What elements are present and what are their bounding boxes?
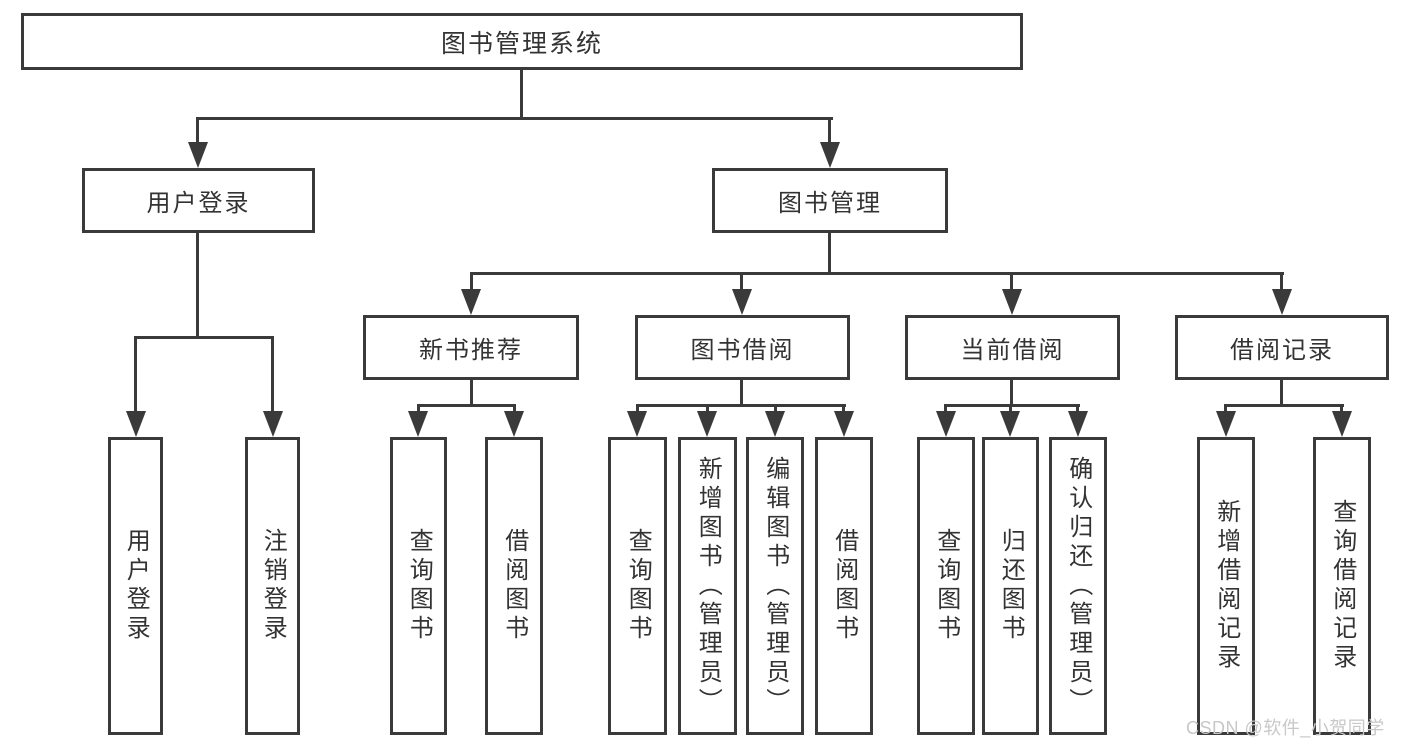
connector-shaft	[842, 404, 845, 414]
connector-shaft	[1010, 272, 1013, 291]
node-label: 归还图书	[997, 528, 1025, 644]
arrow-down-icon	[1002, 289, 1022, 315]
arrow-down-icon	[504, 411, 524, 437]
connector-group-bar	[417, 404, 516, 407]
node-confirm-return-admin: 确认归还（管理员）	[1049, 437, 1107, 735]
connector-book-mgmt-stem	[828, 233, 831, 274]
connector-user-login-stem	[196, 233, 199, 338]
node-edit-books-admin: 编辑图书（管理员）	[746, 437, 804, 735]
connector-shaft	[1280, 272, 1283, 291]
connector-shaft	[470, 272, 473, 291]
arrow-down-icon	[820, 142, 840, 168]
connector-stem	[1280, 380, 1283, 406]
node-label: 编辑图书（管理员）	[761, 455, 789, 717]
arrow-down-icon	[408, 411, 428, 437]
connector-shaft	[636, 404, 639, 414]
node-label: 图书借阅	[690, 337, 795, 364]
connector-root-stem	[520, 69, 523, 119]
node-book-management: 图书管理	[712, 168, 948, 233]
arrow-down-icon	[1272, 289, 1292, 315]
arrow-down-icon	[765, 411, 785, 437]
node-label: 确认归还（管理员）	[1064, 455, 1092, 717]
connector-shaft	[1340, 404, 1343, 414]
node-query-books: 查询图书	[390, 437, 447, 735]
node-label: 查询图书	[932, 528, 960, 644]
node-label: 借阅图书	[500, 528, 528, 644]
node-query-borrow-record: 查询借阅记录	[1313, 437, 1371, 735]
node-add-borrow-record: 新增借阅记录	[1197, 437, 1255, 735]
connector-login-group-bar	[134, 336, 274, 339]
connector-stem	[470, 380, 473, 406]
node-label: 新增借阅记录	[1212, 499, 1240, 673]
node-label: 查询图书	[624, 528, 652, 644]
connector-shaft	[1076, 404, 1079, 414]
arrow-down-icon	[1068, 411, 1088, 437]
node-label: 借阅图书	[830, 528, 858, 644]
node-query-books: 查询图书	[608, 437, 667, 735]
node-current-borrowing: 当前借阅	[905, 315, 1120, 380]
node-query-books: 查询图书	[917, 437, 975, 735]
arrow-down-icon	[1332, 411, 1352, 437]
arrow-down-icon	[263, 411, 283, 437]
arrow-down-icon	[461, 289, 481, 315]
node-book-borrowing: 图书借阅	[635, 315, 850, 380]
connector-user-login-shaft	[196, 117, 199, 145]
connector-shaft	[740, 272, 743, 291]
arrow-down-icon	[1216, 411, 1236, 437]
arrow-down-icon	[126, 411, 146, 437]
node-return-books: 归还图书	[982, 437, 1039, 735]
connector-shaft	[271, 336, 274, 413]
node-borrow-books: 借阅图书	[815, 437, 873, 735]
connector-level2-bar	[197, 117, 833, 120]
arrow-down-icon	[188, 142, 208, 168]
connector-shaft	[706, 404, 709, 414]
node-new-book-recommend: 新书推荐	[363, 315, 579, 380]
connector-shaft	[774, 404, 777, 414]
csdn-watermark: CSDN @软件_小贺同学	[1186, 718, 1385, 738]
node-label: 用户登录	[146, 190, 251, 217]
connector-group-bar	[945, 404, 1080, 407]
arrow-down-icon	[834, 411, 854, 437]
node-label: 当前借阅	[960, 337, 1065, 364]
node-user-login-leaf: 用户登录	[108, 437, 163, 735]
node-label: 新书推荐	[419, 337, 523, 364]
node-label: 注销登录	[259, 528, 287, 644]
arrow-down-icon	[627, 411, 647, 437]
connector-level3-bar	[470, 272, 1284, 275]
arrow-down-icon	[936, 411, 956, 437]
node-borrow-books: 借阅图书	[485, 437, 543, 735]
node-label: 用户登录	[122, 528, 150, 644]
connector-shaft	[944, 404, 947, 414]
arrow-down-icon	[732, 289, 752, 315]
node-user-login: 用户登录	[82, 168, 315, 233]
node-label: 查询借阅记录	[1328, 499, 1356, 673]
node-logout: 注销登录	[245, 437, 300, 735]
node-library-management-system: 图书管理系统	[21, 13, 1023, 70]
node-label: 图书管理	[778, 190, 882, 217]
connector-shaft	[1224, 404, 1227, 414]
node-borrowing-records: 借阅记录	[1175, 315, 1389, 380]
node-label: 查询图书	[405, 528, 433, 644]
node-label: 新增图书（管理员）	[694, 455, 722, 717]
node-label: 图书管理系统	[440, 29, 603, 58]
connector-stem	[740, 380, 743, 406]
connector-group-bar	[1225, 404, 1344, 407]
connector-shaft	[513, 404, 516, 414]
arrow-down-icon	[1000, 411, 1020, 437]
connector-shaft	[134, 336, 137, 413]
node-label: 借阅记录	[1230, 337, 1334, 364]
connector-book-mgmt-shaft	[828, 117, 831, 145]
connector-shaft	[1009, 404, 1012, 414]
connector-stem	[1010, 380, 1013, 406]
node-add-books-admin: 新增图书（管理员）	[678, 437, 737, 735]
arrow-down-icon	[697, 411, 717, 437]
connector-shaft	[417, 404, 420, 414]
connector-group-bar	[636, 404, 846, 407]
